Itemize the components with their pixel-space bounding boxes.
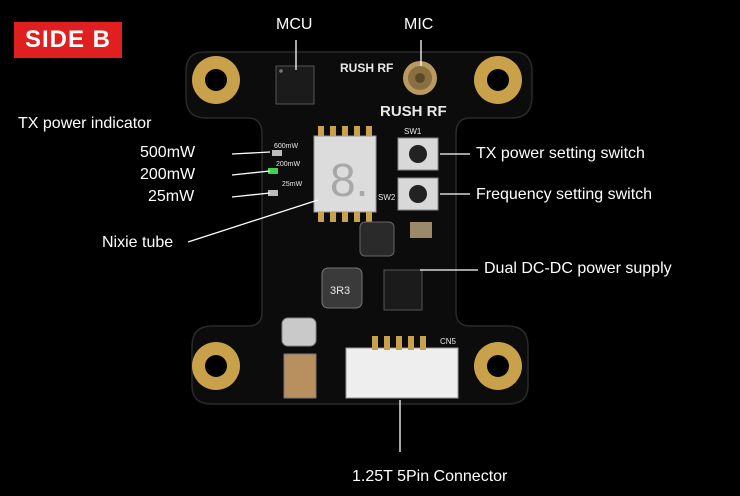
leader-lines <box>187 40 478 452</box>
cap-block <box>410 222 432 238</box>
silk-sw2: SW2 <box>378 193 396 202</box>
silk-600mw: 600mW <box>274 143 299 150</box>
mcu-chip <box>275 65 315 105</box>
leader-500mw <box>231 151 271 155</box>
label-connector: 1.25T 5Pin Connector <box>352 468 508 485</box>
silk-25mw: 25mW <box>282 181 303 188</box>
mic-component <box>403 61 437 95</box>
label-tx-power-switch: TX power setting switch <box>476 145 645 162</box>
side-b-badge: SIDE B <box>14 22 122 58</box>
leader-25mw <box>231 192 271 198</box>
label-mic: MIC <box>404 16 434 33</box>
label-frequency-switch: Frequency setting switch <box>476 186 653 203</box>
led-200mw <box>268 168 278 174</box>
nixie-digit: 8. <box>330 154 368 206</box>
silk-brand-large: RUSH RF <box>380 103 447 120</box>
led-25mw <box>268 190 278 196</box>
nixie-tube-display: 8. <box>313 126 377 222</box>
mount-hole-top-left <box>192 56 240 104</box>
tx-power-switch <box>397 137 439 171</box>
label-dcdc: Dual DC-DC power supply <box>484 260 672 277</box>
mount-hole-top-right <box>474 56 522 104</box>
label-mcu: MCU <box>276 16 313 33</box>
silk-brand-small: RUSH RF <box>340 61 393 75</box>
label-tx-power-indicator: TX power indicator <box>18 115 152 132</box>
connector-5pin <box>345 336 459 399</box>
led-600mw <box>272 150 282 156</box>
inductor-top <box>359 221 395 257</box>
silk-200mw: 200mW <box>276 161 301 168</box>
dcdc-ic <box>383 269 423 311</box>
mount-hole-bottom-right <box>474 342 522 390</box>
label-200mw: 200mW <box>140 166 196 183</box>
label-25mw: 25mW <box>148 188 195 205</box>
wire-pad <box>281 317 317 399</box>
silk-3r3: 3R3 <box>330 285 350 297</box>
silk-cn5: CN5 <box>440 337 457 346</box>
pcb-board <box>185 51 533 405</box>
leader-200mw <box>231 170 271 176</box>
silk-sw1: SW1 <box>404 127 422 136</box>
leader-nixie <box>187 199 319 243</box>
label-500mw: 500mW <box>140 144 196 161</box>
frequency-switch <box>397 177 439 211</box>
inductor-3r3 <box>321 267 363 309</box>
mount-hole-bottom-left <box>192 342 240 390</box>
label-nixie-tube: Nixie tube <box>102 234 174 251</box>
